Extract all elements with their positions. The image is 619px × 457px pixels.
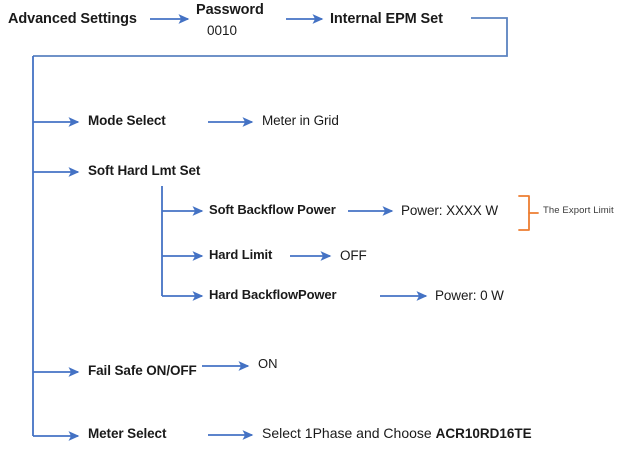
node-mode-select[interactable]: Mode Select [88,113,166,128]
node-fail-safe-on-off[interactable]: Fail Safe ON/OFF [88,363,197,378]
node-soft-hard-lmt-set[interactable]: Soft Hard Lmt Set [88,163,201,178]
node-hard-limit[interactable]: Hard Limit [209,247,273,262]
node-soft-backflow-power[interactable]: Soft Backflow Power [209,202,336,217]
value-meter-select: Select 1Phase and Choose ACR10RD16TE [262,425,532,442]
value-hard-limit: OFF [340,248,367,263]
value-hard-backflow-power: Power: 0 W [435,288,504,303]
node-advanced-settings[interactable]: Advanced Settings [8,11,137,27]
node-internal-epm-set[interactable]: Internal EPM Set [330,11,443,27]
export-limit-note-label: The Export Limit [543,205,614,216]
value-meter-select-prefix: Select 1Phase and Choose [262,425,436,441]
export-limit-brace [518,195,530,231]
value-mode-select: Meter in Grid [262,113,339,128]
node-hard-backflow-power[interactable]: Hard BackflowPower [209,287,337,302]
value-meter-select-model: ACR10RD16TE [435,426,532,441]
value-soft-backflow-power: Power: XXXX W [401,203,498,218]
node-password-value: 0010 [207,23,238,38]
value-fail-safe-on-off: ON [258,356,278,371]
node-meter-select[interactable]: Meter Select [88,426,167,441]
node-password[interactable]: Password [196,2,264,18]
